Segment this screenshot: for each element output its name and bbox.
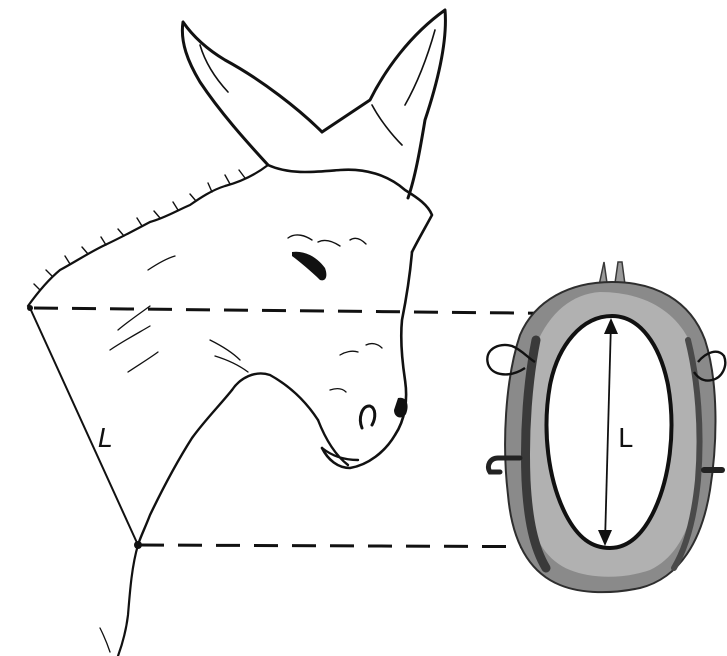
donkey-nostril <box>360 406 374 428</box>
donkey-mouth <box>318 420 358 465</box>
collar-height-label: L <box>618 424 633 454</box>
donkey-jaw <box>232 373 318 420</box>
donkey-forehead <box>268 165 432 252</box>
donkey-mane-hairs <box>34 170 245 290</box>
top-guide-line <box>34 308 612 314</box>
neck-length-line <box>30 308 138 545</box>
donkey-eye <box>292 252 326 281</box>
donkey-muzzle-tip <box>394 398 408 418</box>
donkey-chest-hatching <box>100 256 175 652</box>
collar-opening <box>547 316 672 548</box>
donkey-chest <box>118 545 138 656</box>
donkey-mane <box>28 165 268 306</box>
neck-length-label: L <box>98 424 113 454</box>
donkey-head-sketch: L <box>27 10 445 656</box>
donkey-eye-brow <box>288 235 366 246</box>
neck-top-point <box>27 305 33 311</box>
donkey-face-front <box>322 252 412 468</box>
horse-collar: L <box>487 262 725 592</box>
donkey-throat <box>138 390 232 545</box>
donkey-left-ear <box>182 22 322 165</box>
